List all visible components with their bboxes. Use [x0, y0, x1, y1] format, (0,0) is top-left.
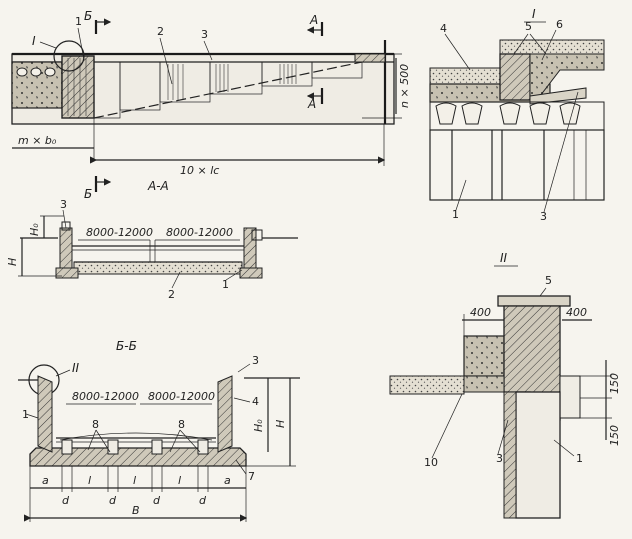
- I-callout-6: 6: [556, 18, 563, 31]
- callout-1: 1: [75, 15, 82, 28]
- section-b-b: Б-Б II 8000-12000 8000-12000 1 3: [18, 339, 300, 522]
- bb-dim-d-3: d: [153, 494, 161, 507]
- aa-h0: H₀: [28, 223, 41, 236]
- ribbed-slab: [429, 101, 605, 131]
- plan-view: I 1 2 3 Б Б A A n × 500 m × b₀ 10 × lc: [11, 9, 411, 201]
- II-callout-5: 5: [545, 274, 552, 287]
- bb-callout-3: 3: [252, 354, 259, 367]
- bb-callout-1: 1: [22, 408, 29, 421]
- span-aa-right: 8000-12000: [166, 226, 233, 239]
- II-dim-lower: 150: [608, 425, 621, 446]
- II-dim-upper: 150: [608, 373, 621, 394]
- bb-callout-8-right: 8: [178, 418, 185, 431]
- detail-mark-I: I: [32, 34, 36, 48]
- aa-callout-1: 1: [222, 278, 229, 291]
- section-mark-a-top: A: [309, 13, 318, 27]
- bb-callout-8-left: 8: [92, 418, 99, 431]
- I-callout-3: 3: [540, 210, 547, 223]
- aa-h: H: [6, 258, 19, 266]
- I-callout-1: 1: [452, 208, 459, 221]
- II-dim-right: 400: [566, 306, 587, 319]
- section-a-a: A-A 8000-12000 8000-12000 H₀ H 3 2: [6, 179, 298, 301]
- bb-dim-d-2: d: [109, 494, 117, 507]
- detail-I-title: I: [532, 7, 536, 21]
- dim-step: m × b₀: [18, 134, 57, 147]
- bb-callout-7: 7: [248, 470, 255, 483]
- I-callout-4: 4: [440, 22, 447, 35]
- callout-3: 3: [201, 28, 208, 41]
- bb-h0: H₀: [252, 419, 265, 432]
- bb-dim-l-3: l: [178, 474, 181, 487]
- bb-dim-a-left: a: [42, 474, 49, 487]
- bb-callout-4: 4: [252, 395, 259, 408]
- span-aa-left: 8000-12000: [86, 226, 153, 239]
- detail-II-title: II: [500, 251, 508, 265]
- detail-mark-II: II: [72, 361, 80, 375]
- aa-callout-2: 2: [168, 288, 175, 301]
- aa-callout-3: 3: [60, 198, 67, 211]
- II-callout-3: 3: [496, 452, 503, 465]
- bb-h: H: [274, 420, 287, 428]
- span-bb-left: 8000-12000: [72, 390, 139, 403]
- hollow-cores: [16, 67, 56, 77]
- detail-I: I 4 5 6 1: [429, 7, 605, 223]
- bb-dim-d-1: d: [62, 494, 70, 507]
- I-callout-5: 5: [525, 20, 532, 33]
- section-mark-b-bottom: Б: [84, 187, 92, 201]
- section-mark-b-top: Б: [84, 9, 92, 23]
- section-a-a-title: A-A: [147, 179, 169, 193]
- detail-II: II 5 400 400 150 150 10 3: [389, 251, 621, 519]
- bb-dim-total: B: [132, 504, 140, 517]
- callout-2: 2: [157, 25, 164, 38]
- section-b-b-title: Б-Б: [116, 339, 137, 353]
- span-bb-right: 8000-12000: [148, 390, 215, 403]
- dim-length: 10 × lc: [180, 164, 219, 177]
- section-mark-a-bottom: A: [307, 97, 316, 111]
- II-dim-left: 400: [470, 306, 491, 319]
- II-callout-10: 10: [424, 456, 438, 469]
- bb-dim-l-2: l: [133, 474, 136, 487]
- bb-dim-a-right: a: [224, 474, 231, 487]
- II-callout-1: 1: [576, 452, 583, 465]
- pier-footings: [61, 439, 209, 455]
- bb-dim-d-4: d: [199, 494, 207, 507]
- dim-height: n × 500: [398, 64, 411, 108]
- bb-dim-l-1: l: [88, 474, 91, 487]
